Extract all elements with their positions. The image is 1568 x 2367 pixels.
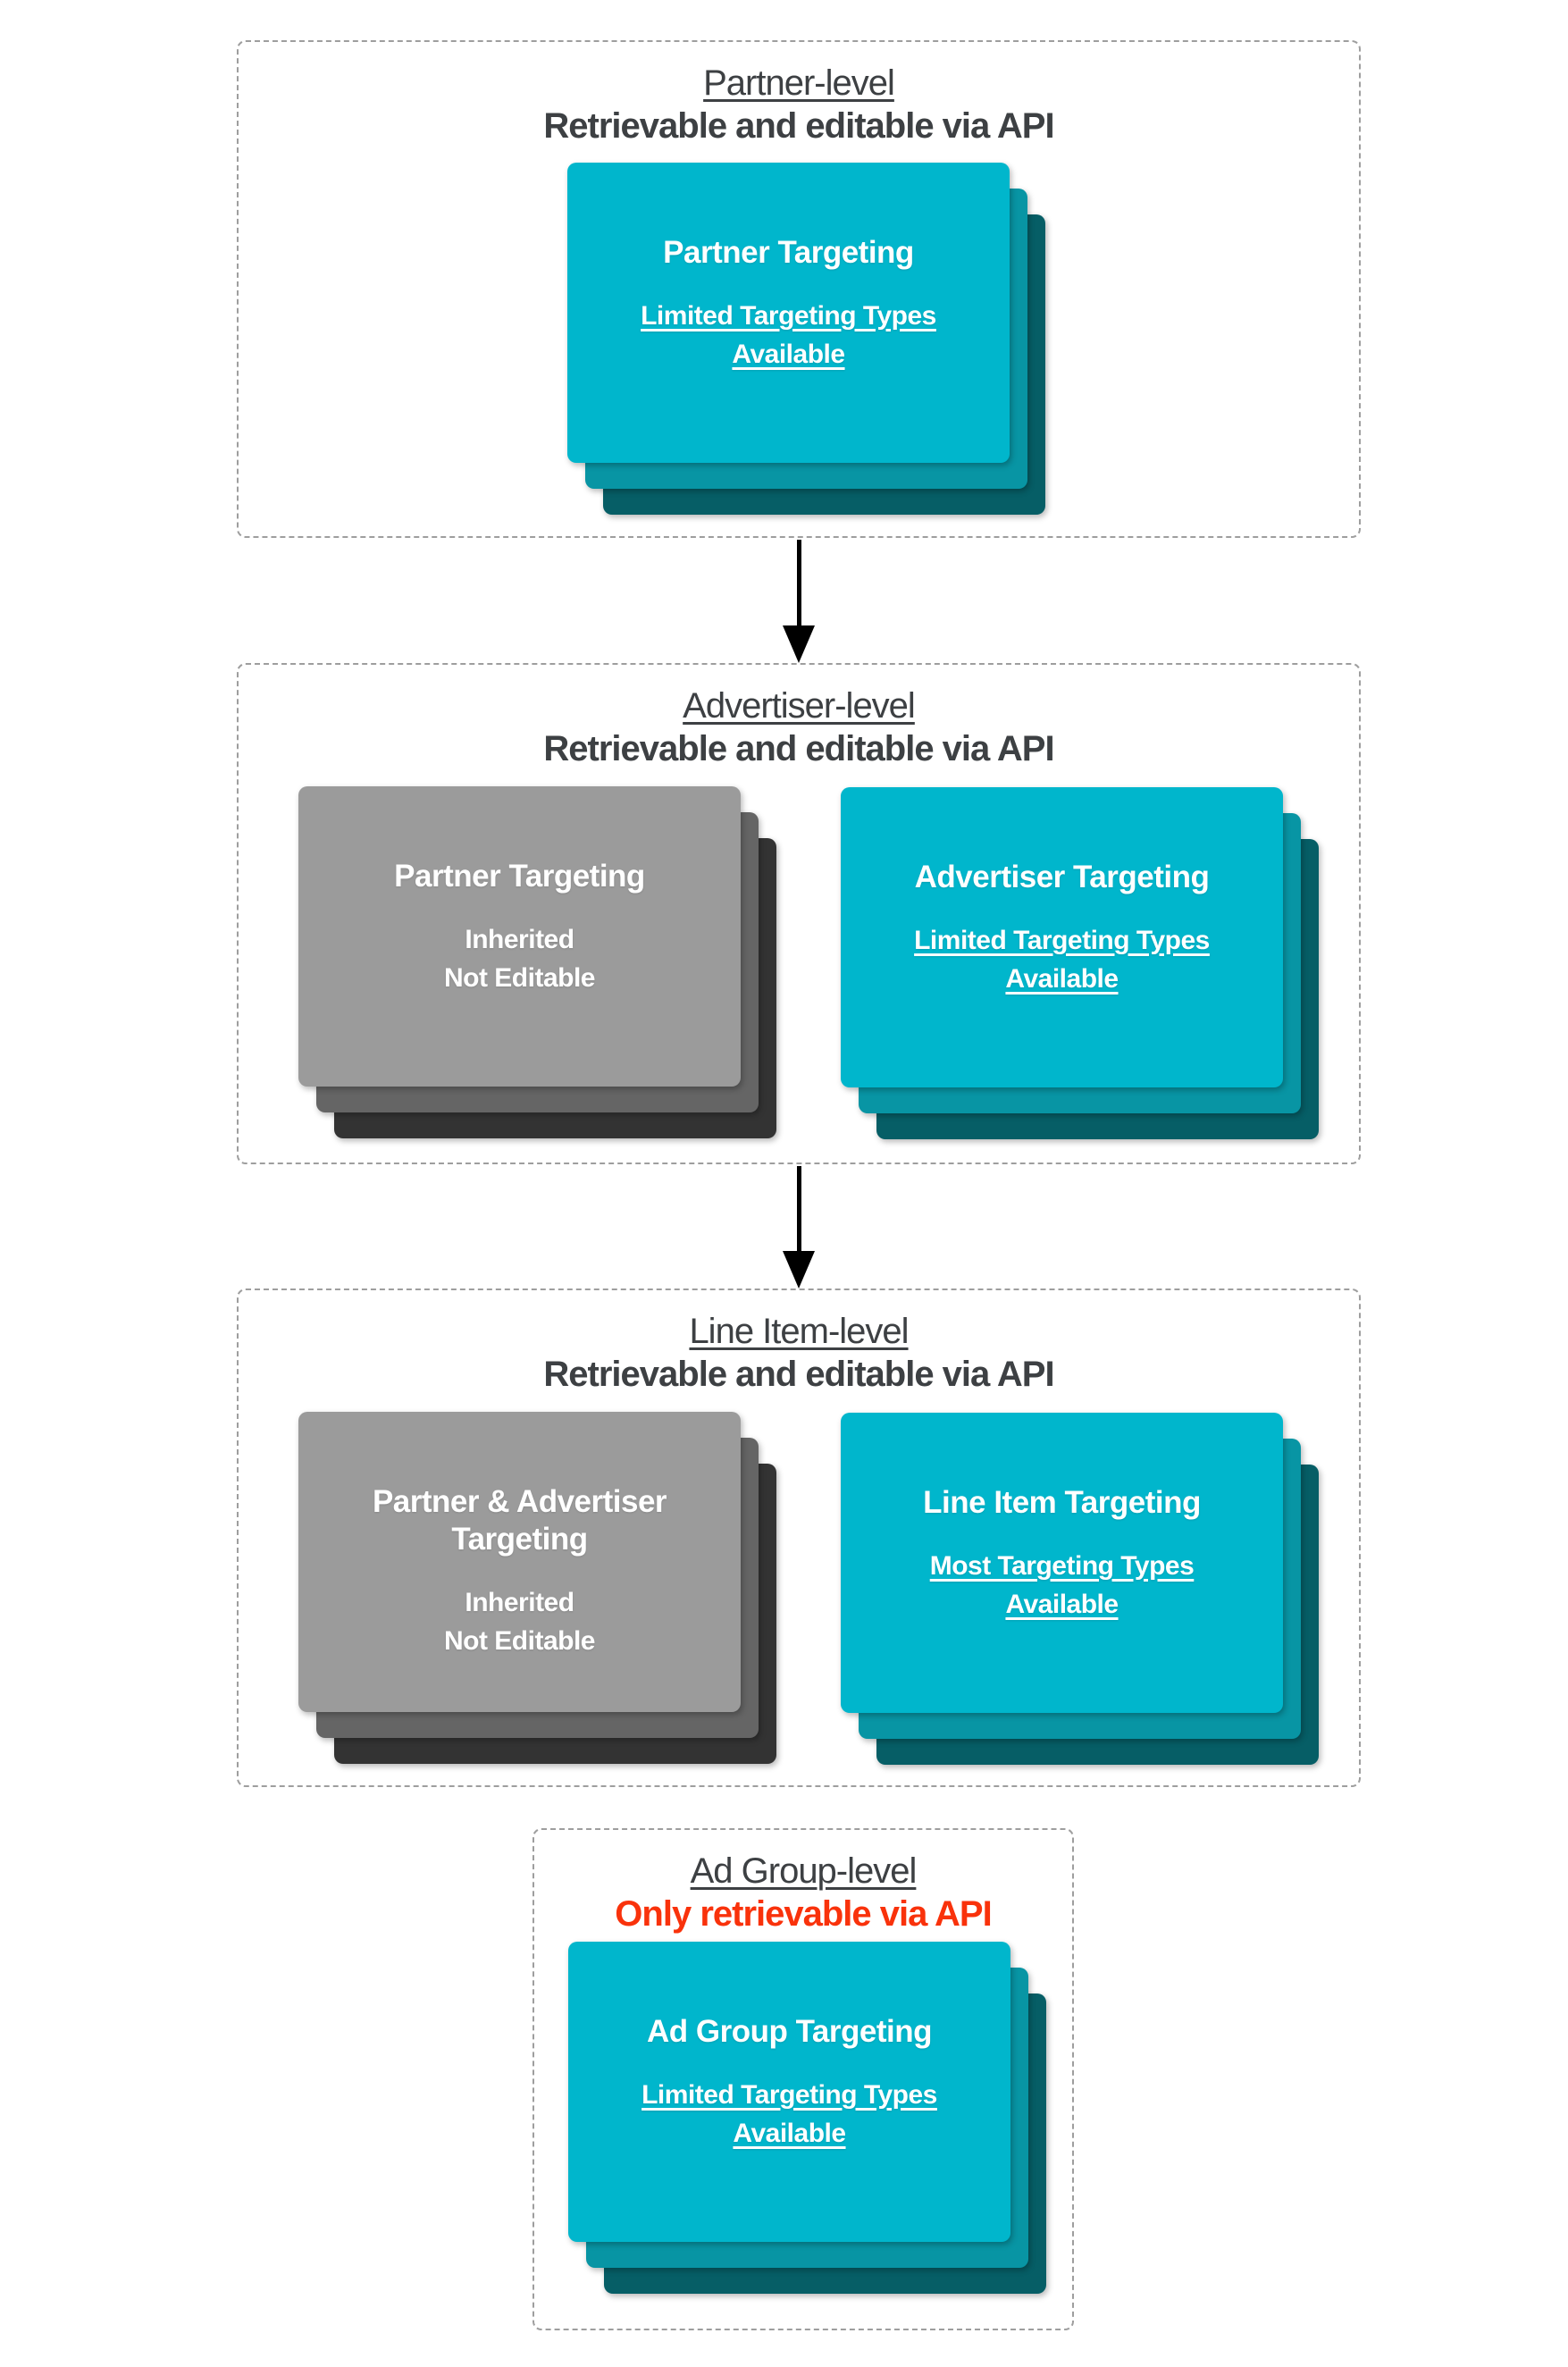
- inherited-partner-advertiser-targeting-card: Partner & Advertiser Targeting Inherited…: [298, 1412, 741, 1712]
- section-title: Line Item-level: [689, 1312, 909, 1351]
- advertiser-targeting-card-stack: Advertiser Targeting Limited Targeting T…: [841, 787, 1319, 1139]
- down-arrow-icon: [781, 1166, 817, 1288]
- ad-group-targeting-card-stack: Ad Group Targeting Limited Targeting Typ…: [568, 1942, 1046, 2294]
- inherited-partner-targeting-card-stack: Partner Targeting Inherited Not Editable: [298, 786, 776, 1138]
- down-arrow-icon: [781, 540, 817, 663]
- arrow-head: [783, 1251, 815, 1288]
- line-item-targeting-card: Line Item Targeting Most Targeting Types…: [841, 1413, 1283, 1713]
- section-subtitle: Retrievable and editable via API: [543, 1355, 1054, 1394]
- ad-group-targeting-card: Ad Group Targeting Limited Targeting Typ…: [568, 1942, 1010, 2242]
- card-body: Limited Targeting Types Available: [914, 926, 1210, 994]
- section-title: Partner-level: [703, 63, 895, 103]
- card-title: Line Item Targeting: [923, 1485, 1201, 1520]
- arrow-shaft: [796, 540, 801, 629]
- partner-targeting-card: Partner Targeting Limited Targeting Type…: [567, 163, 1010, 463]
- card-title: Ad Group Targeting: [647, 2014, 932, 2049]
- line-item-targeting-card-stack: Line Item Targeting Most Targeting Types…: [841, 1413, 1319, 1765]
- card-title: Partner & Advertiser Targeting: [372, 1484, 667, 1557]
- ad-group-level-section: Ad Group-level Only retrievable via API …: [532, 1828, 1074, 2330]
- advertiser-targeting-card: Advertiser Targeting Limited Targeting T…: [841, 787, 1283, 1087]
- partner-targeting-card-stack: Partner Targeting Limited Targeting Type…: [567, 163, 1045, 515]
- card-body: Inherited Not Editable: [443, 925, 596, 993]
- advertiser-level-section: Advertiser-level Retrievable and editabl…: [237, 663, 1361, 1164]
- section-title: Ad Group-level: [690, 1851, 918, 1891]
- card-title: Partner Targeting: [663, 235, 914, 270]
- card-title: Partner Targeting: [394, 859, 645, 894]
- card-body: Inherited Not Editable: [443, 1588, 596, 1656]
- section-subtitle: Retrievable and editable via API: [543, 729, 1054, 768]
- arrow-shaft: [796, 1166, 801, 1255]
- card-body: Most Targeting Types Available: [929, 1551, 1195, 1619]
- card-body: Limited Targeting Types Available: [641, 301, 936, 369]
- section-subtitle: Retrievable and editable via API: [543, 106, 1054, 146]
- section-title: Advertiser-level: [683, 686, 916, 726]
- partner-level-section: Partner-level Retrievable and editable v…: [237, 40, 1361, 538]
- inherited-partner-advertiser-targeting-card-stack: Partner & Advertiser Targeting Inherited…: [298, 1412, 776, 1764]
- card-body: Limited Targeting Types Available: [641, 2080, 937, 2148]
- arrow-head: [783, 625, 815, 663]
- section-subtitle-warning: Only retrievable via API: [615, 1894, 992, 1934]
- card-title: Advertiser Targeting: [914, 860, 1210, 894]
- inherited-partner-targeting-card: Partner Targeting Inherited Not Editable: [298, 786, 741, 1087]
- line-item-level-section: Line Item-level Retrievable and editable…: [237, 1288, 1361, 1787]
